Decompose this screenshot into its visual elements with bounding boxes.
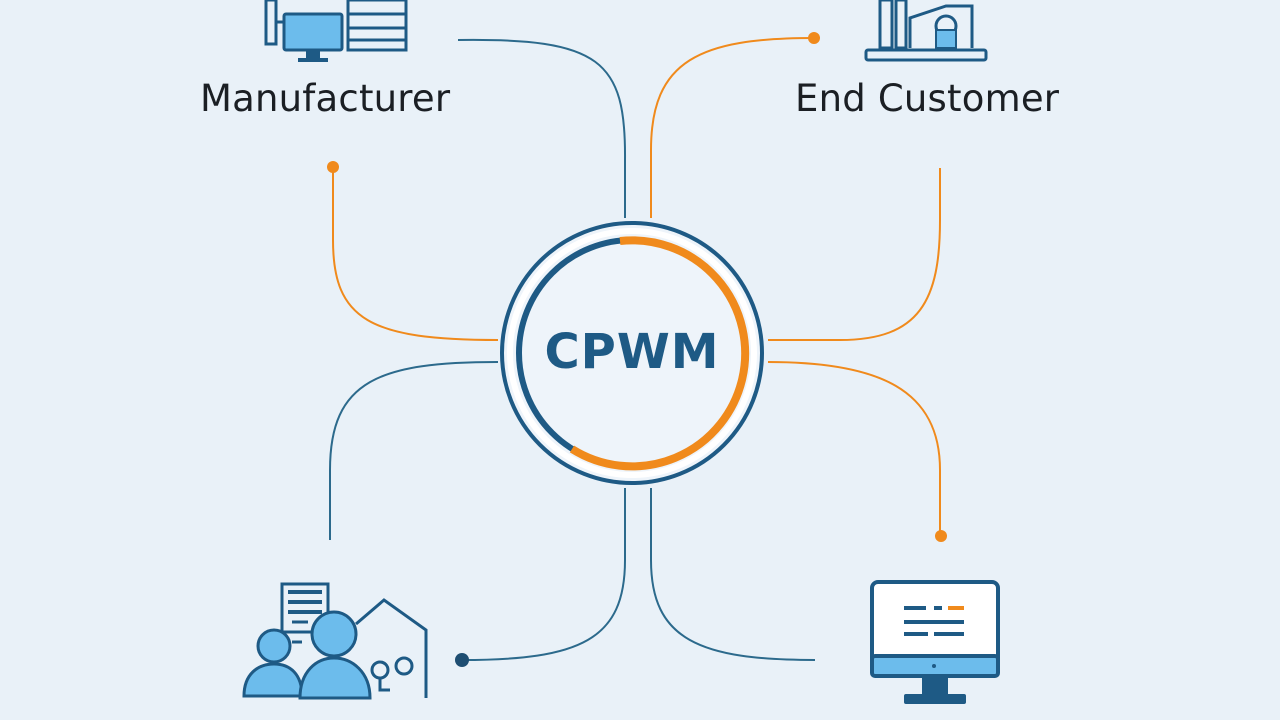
connector-right-orange-upper [768, 168, 941, 341]
connector-dot [455, 653, 469, 667]
node-label-end-customer: End Customer [795, 77, 1060, 120]
factory-computer-icon [264, 0, 408, 62]
hub-inner-ring-orange [569, 236, 750, 471]
connector-endcustomer-orange [650, 37, 815, 218]
connector-bottom-right-navy [650, 488, 816, 661]
node-label-manufacturer: Manufacturer [200, 77, 451, 120]
monitor-icon [870, 580, 1000, 704]
connector-left-orange [332, 167, 499, 341]
building-computer-icon [864, 0, 988, 62]
people-group-icon [242, 582, 428, 700]
connector-left-navy [329, 361, 499, 540]
hub-outer-ring [500, 221, 764, 485]
hub-label: CPWM [544, 324, 720, 380]
connector-bottom-left-navy [461, 488, 626, 661]
connector-dot [935, 530, 947, 542]
connector-right-orange-lower [767, 361, 941, 536]
connector-dot [808, 32, 820, 44]
hub-white-ring [507, 228, 757, 478]
connector-manufacturer-navy [457, 38, 627, 218]
